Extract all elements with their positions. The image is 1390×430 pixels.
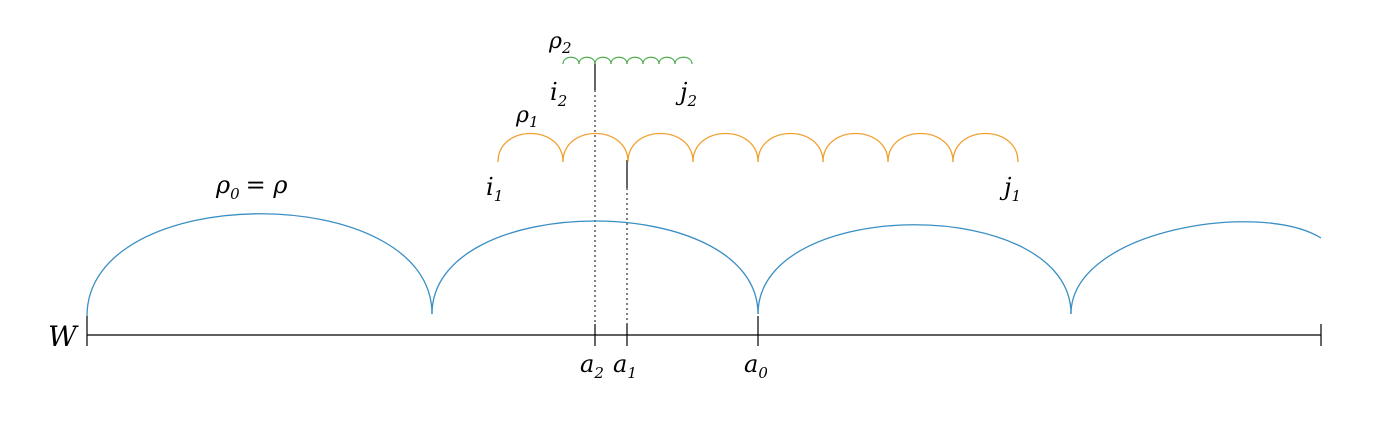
rho2-arc — [610, 56, 628, 65]
label-w: W — [48, 320, 79, 353]
rho1-arc — [627, 132, 694, 163]
rho2-arc — [642, 56, 660, 65]
rho1-arc — [952, 132, 1019, 163]
rho2-arc — [674, 56, 693, 65]
label-j2: j2 — [675, 78, 697, 110]
rho0-arc — [431, 220, 759, 315]
label-rho0: ρ0= ρ — [215, 171, 288, 203]
rho1-arc — [562, 132, 629, 163]
rho1-curve — [497, 132, 1019, 163]
rho1-arc — [887, 132, 954, 163]
label-a0: a0 — [744, 350, 768, 382]
rho2-arc — [626, 56, 644, 65]
label-j1: j1 — [999, 173, 1021, 205]
rho1-arc — [757, 132, 824, 163]
label-rho1: ρ1 — [515, 103, 538, 131]
rho1-arc — [497, 132, 564, 163]
rho2-arc — [594, 56, 612, 65]
label-a1: a1 — [613, 350, 637, 382]
rho0-arc — [86, 213, 433, 317]
rho1-arc — [822, 132, 889, 163]
label-i2: i2 — [550, 78, 567, 110]
rho2-arc — [658, 56, 676, 65]
rho2-arc — [578, 56, 596, 65]
rho1-arc — [692, 132, 759, 163]
rho2-arc — [562, 56, 580, 65]
rho0-arc — [757, 224, 1072, 315]
rho0-arc — [1070, 221, 1322, 315]
rho0-curve — [86, 213, 1322, 317]
rho2-curve — [562, 56, 693, 65]
label-rho2: ρ2 — [548, 29, 571, 57]
label-i1: i1 — [486, 173, 503, 205]
label-a2: a2 — [580, 350, 604, 382]
